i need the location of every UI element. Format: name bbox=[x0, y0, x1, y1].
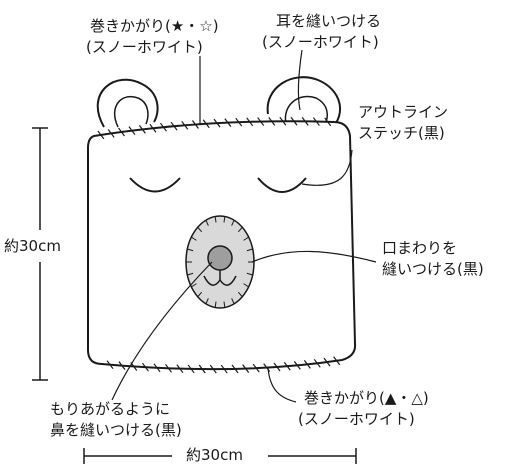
left-ear-inner bbox=[113, 95, 149, 128]
stitch-mark bbox=[202, 119, 210, 129]
stitch-mark bbox=[279, 116, 287, 126]
label-mouth-line2: 縫いつける(黒) bbox=[382, 260, 484, 278]
stitch-mark bbox=[141, 362, 149, 372]
label-bottom-whip-line2: (スノーホワイト) bbox=[298, 410, 415, 428]
right-ear bbox=[266, 76, 341, 129]
label-top-whip-line2: (スノーホワイト) bbox=[86, 38, 203, 56]
leader-ear bbox=[297, 49, 303, 111]
stitch-mark bbox=[191, 120, 199, 129]
stitch-mark bbox=[333, 356, 341, 366]
stitch-mark bbox=[106, 360, 114, 370]
stitch-mark bbox=[313, 358, 321, 368]
stitch-mark bbox=[220, 364, 228, 374]
stitch-mark bbox=[283, 361, 291, 371]
label-height: 約30cm bbox=[4, 237, 61, 255]
stitch-mark bbox=[149, 123, 157, 133]
label-nose-line2: 鼻を縫いつける(黒) bbox=[50, 421, 182, 439]
leader-mouth bbox=[251, 250, 377, 263]
whip-stitches bbox=[97, 116, 341, 374]
stitch-mark bbox=[118, 361, 126, 371]
muzzle-stitch-mark bbox=[231, 219, 235, 226]
stitch-mark bbox=[181, 120, 189, 130]
left-eye bbox=[129, 177, 181, 193]
stitch-mark bbox=[324, 117, 332, 127]
muzzle-stitch-mark bbox=[231, 298, 235, 305]
stitch-mark bbox=[293, 361, 301, 370]
muzzle-stitch-mark bbox=[214, 216, 217, 223]
muzzle-stitch-mark bbox=[191, 236, 197, 241]
label-bottom-whip-line1: 巻きかがり(▲・△) bbox=[304, 389, 429, 407]
muzzle-stitch-mark bbox=[197, 226, 203, 233]
muzzle-stitch-mark bbox=[246, 272, 253, 276]
label-ear-line2: (スノーホワイト) bbox=[262, 33, 379, 51]
stitch-mark bbox=[301, 117, 309, 126]
stitch-mark bbox=[176, 364, 184, 374]
muzzle-stitch-mark bbox=[237, 226, 243, 233]
leader-outline bbox=[301, 149, 353, 186]
label-width: 約30cm bbox=[186, 446, 243, 464]
stitch-mark bbox=[268, 117, 276, 126]
stitch-mark bbox=[242, 364, 250, 373]
stitch-mark bbox=[159, 122, 167, 132]
leader-nose bbox=[111, 261, 213, 401]
left-ear bbox=[96, 78, 159, 128]
muzzle-stitches bbox=[186, 216, 254, 308]
muzzle-stitch-mark bbox=[205, 219, 209, 226]
muzzle-stitch-mark bbox=[246, 248, 253, 252]
stitch-mark bbox=[290, 116, 298, 126]
muzzle-stitch-mark bbox=[197, 291, 203, 298]
label-ear-line1: 耳を縫いつける bbox=[276, 12, 382, 30]
stitch-mark bbox=[252, 363, 260, 373]
stitch-mark bbox=[198, 364, 206, 374]
muzzle-stitch-mark bbox=[223, 301, 226, 308]
label-outline-line2: ステッチ(黒) bbox=[358, 124, 445, 142]
right-eye bbox=[257, 177, 307, 193]
stitch-mark bbox=[231, 364, 239, 374]
muzzle-stitch-mark bbox=[187, 248, 194, 252]
muzzle-stitch-mark bbox=[223, 216, 226, 223]
stitch-mark bbox=[97, 130, 105, 140]
stitch-mark bbox=[312, 117, 320, 126]
stitch-mark bbox=[273, 362, 281, 372]
label-mouth-line1: 口まわりを bbox=[382, 239, 458, 257]
muzzle-stitch-mark bbox=[187, 272, 194, 276]
stitch-mark bbox=[170, 121, 178, 131]
stitch-mark bbox=[209, 364, 217, 374]
stitch-mark bbox=[224, 118, 232, 127]
stitch-mark bbox=[303, 360, 311, 369]
stitch-mark bbox=[323, 357, 331, 367]
right-ear-inner bbox=[284, 95, 329, 127]
stitch-mark bbox=[187, 364, 195, 374]
stitch-mark bbox=[257, 117, 265, 126]
label-outline-line1: アウトライン bbox=[358, 103, 449, 121]
mouth bbox=[203, 275, 237, 286]
label-nose-line1: もりあがるように bbox=[50, 400, 171, 418]
stitch-mark bbox=[165, 363, 172, 373]
stitch-mark bbox=[246, 117, 254, 127]
label-top-whip-line1: 巻きかがり(★・☆) bbox=[90, 17, 219, 35]
muzzle-stitch-mark bbox=[237, 291, 243, 298]
muzzle-stitch-mark bbox=[205, 298, 209, 305]
stitch-mark bbox=[213, 118, 221, 128]
nose bbox=[207, 245, 233, 271]
stitch-mark bbox=[107, 129, 115, 138]
muzzle-stitch-mark bbox=[214, 301, 217, 308]
stitch-mark bbox=[153, 363, 161, 373]
stitch-mark bbox=[138, 125, 146, 134]
muzzle-stitch-mark bbox=[191, 283, 197, 288]
muzzle-stitch-mark bbox=[243, 283, 249, 288]
leader-bottom-whip bbox=[267, 367, 297, 403]
stitch-mark bbox=[235, 117, 243, 127]
muzzle-stitch-mark bbox=[243, 236, 249, 241]
stitch-mark bbox=[128, 126, 136, 136]
stitch-mark bbox=[118, 127, 126, 137]
